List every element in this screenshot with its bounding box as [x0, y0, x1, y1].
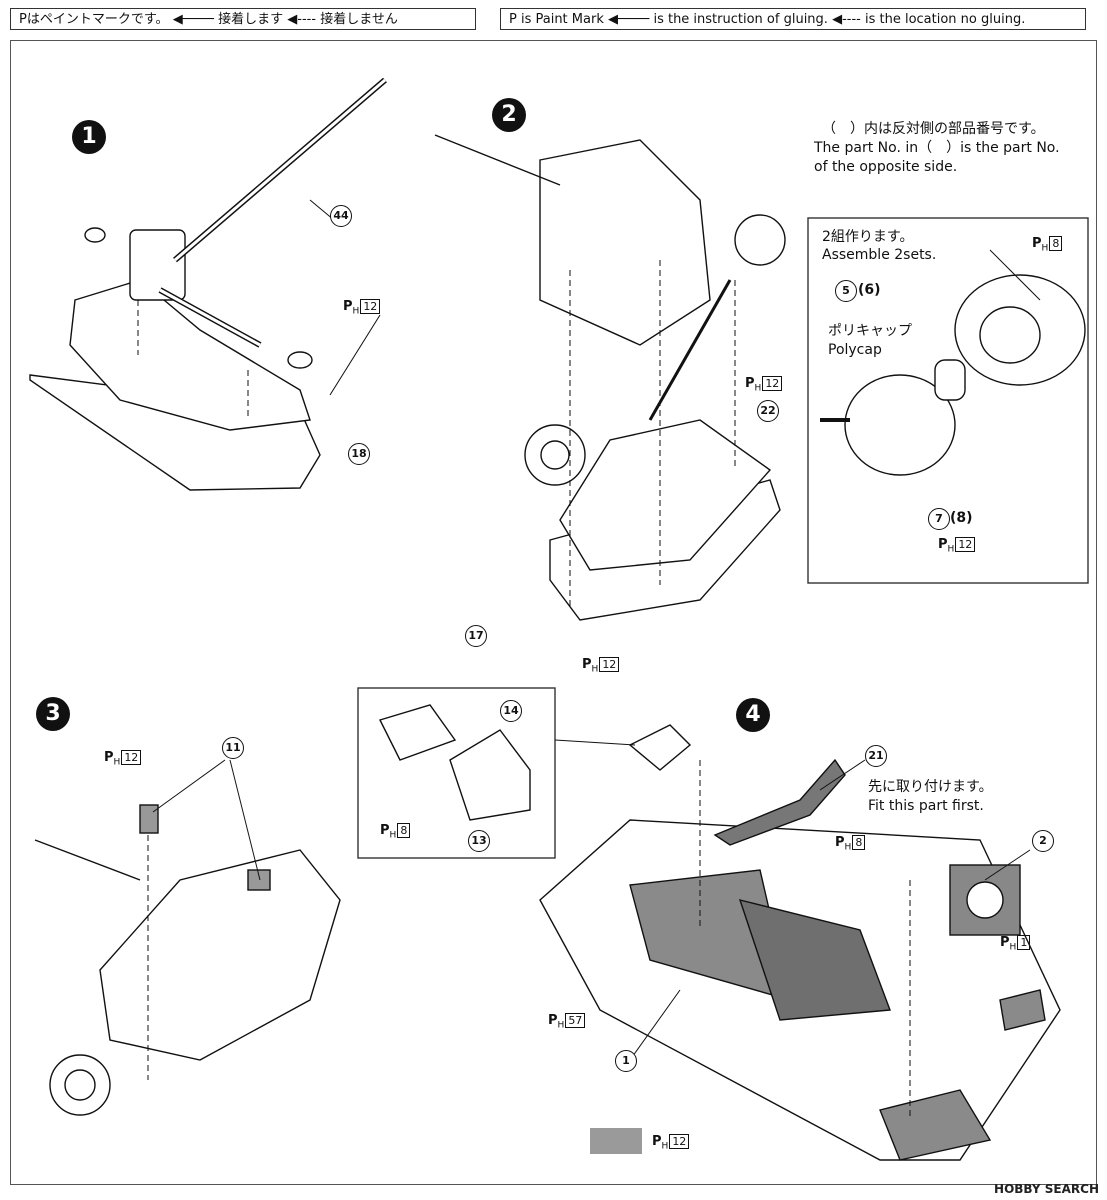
- step-number-3: 3: [36, 697, 70, 731]
- legend-paint-en: P is Paint Mark: [509, 12, 604, 27]
- part-11: 11: [222, 737, 244, 759]
- part-5: 5: [835, 280, 857, 302]
- legend-noglue-jp: 接着しません: [320, 12, 398, 27]
- dashed-arrow-icon: ◀‐‐‐‐: [832, 12, 861, 27]
- part-1: 1: [615, 1050, 637, 1072]
- polycap-label-jp: ポリキャップ: [828, 323, 912, 339]
- part-14: 14: [500, 700, 522, 722]
- legend-glue-en: is the instruction of gluing.: [653, 12, 828, 27]
- step-number-1: 1: [72, 120, 106, 154]
- part-21: 21: [865, 745, 887, 767]
- part-18: 18: [348, 443, 370, 465]
- assemble-note-en: Assemble 2sets.: [822, 247, 937, 263]
- part-6: (6): [858, 282, 881, 298]
- solid-arrow-icon: ◀────: [608, 12, 650, 27]
- part-13: 13: [468, 830, 490, 852]
- assemble-note-jp: 2組作ります。: [822, 229, 914, 245]
- opposite-note-en-1: The part No. in（ ）is the part No.: [814, 140, 1060, 156]
- part-7: 7: [928, 508, 950, 530]
- part-8: (8): [950, 510, 973, 526]
- legend-english: P is Paint Mark ◀──── is the instruction…: [500, 8, 1086, 30]
- opposite-note-jp: （ ）内は反対側の部品番号です。: [822, 121, 1045, 137]
- instruction-frame: [10, 40, 1097, 1185]
- watermark: HOBBY SEARCH: [994, 1182, 1099, 1196]
- fit-first-en: Fit this part first.: [868, 798, 984, 814]
- legend-japanese: Pはペイントマークです。 ◀──── 接着します ◀‐‐‐‐ 接着しません: [10, 8, 476, 30]
- part-2: 2: [1032, 830, 1054, 852]
- fit-first-jp: 先に取り付けます。: [868, 779, 993, 795]
- part-22: 22: [757, 400, 779, 422]
- opposite-note-en-2: of the opposite side.: [814, 159, 958, 175]
- part-17: 17: [465, 625, 487, 647]
- part-44: 44: [330, 205, 352, 227]
- dashed-arrow-icon: ◀‐‐‐‐: [287, 12, 317, 27]
- solid-arrow-icon: ◀────: [172, 12, 214, 27]
- step-number-2: 2: [492, 98, 526, 132]
- color-swatch: [590, 1128, 642, 1154]
- legend-glue-jp: 接着します: [218, 12, 284, 27]
- polycap-label-en: Polycap: [828, 342, 882, 358]
- step-number-4: 4: [736, 698, 770, 732]
- legend-noglue-en: is the location no gluing.: [864, 12, 1026, 27]
- legend-paint-jp: Pはペイントマークです。: [19, 12, 169, 27]
